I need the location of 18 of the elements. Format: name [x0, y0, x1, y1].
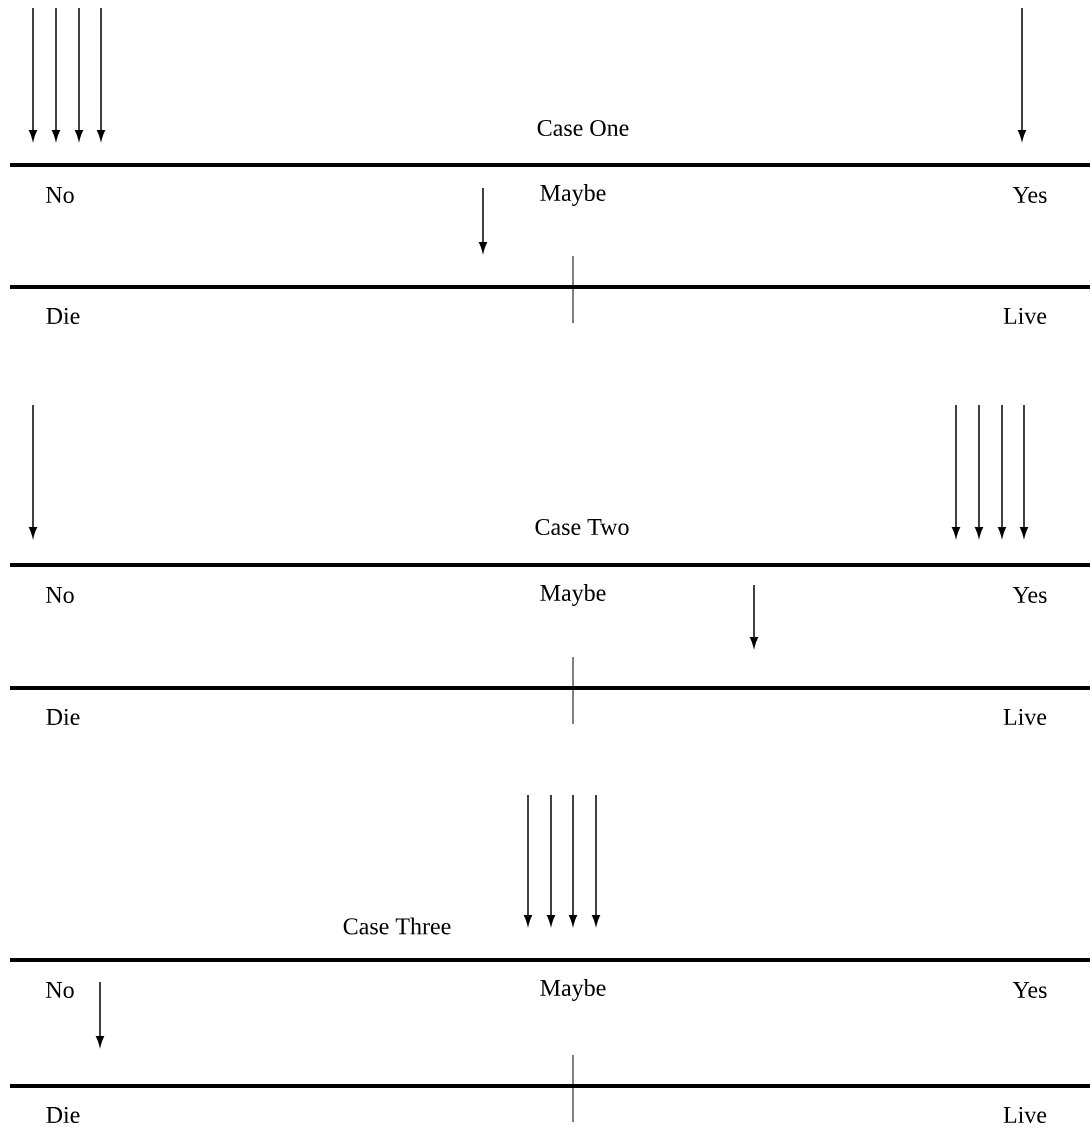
scale-label: No: [46, 587, 74, 603]
scale-label: No: [46, 187, 74, 203]
scale-label: Yes: [1012, 587, 1047, 603]
scale-label: Yes: [1012, 187, 1047, 203]
scale-label: No: [46, 982, 74, 998]
scale-label: Maybe: [540, 979, 606, 1001]
scale-label: Die: [46, 307, 80, 325]
scale-label: Yes: [1012, 982, 1047, 998]
scale-label: Die: [46, 1106, 80, 1124]
scale-label: Maybe: [540, 584, 606, 606]
case-title: Case Two: [535, 518, 629, 536]
scale-label: Live: [1003, 1106, 1047, 1124]
scale-label: Live: [1003, 708, 1047, 726]
scale-label: Live: [1003, 307, 1047, 325]
case-title: Case One: [537, 119, 629, 137]
scale-label: Maybe: [540, 184, 606, 206]
scale-label: Die: [46, 708, 80, 726]
case-title: Case Three: [343, 917, 451, 935]
